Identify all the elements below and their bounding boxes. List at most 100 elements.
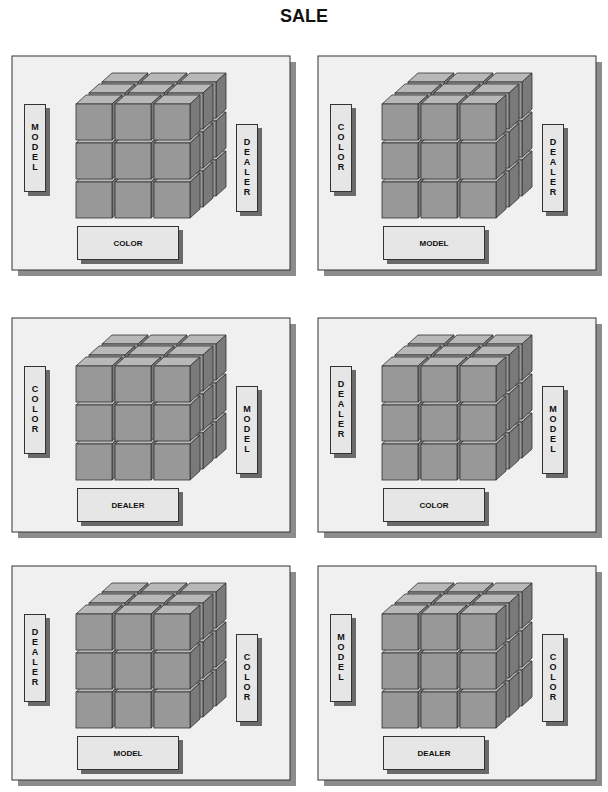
cell-side — [203, 162, 213, 207]
cell-front — [76, 444, 112, 480]
axis-label-box: MODEL — [383, 226, 485, 260]
cube-panel — [12, 318, 290, 532]
cell-side — [216, 112, 226, 157]
cell-side — [190, 644, 200, 689]
cell-front — [154, 444, 190, 480]
cube-panel — [318, 56, 596, 270]
vertical-axis-label-box: COLOR — [236, 634, 258, 722]
cell-side — [216, 335, 226, 380]
diagram-title: SALE — [0, 6, 608, 27]
dimension-label: DEALER — [242, 138, 253, 197]
cell-side — [509, 123, 519, 168]
cell-side — [522, 413, 532, 458]
cell-side — [496, 396, 506, 441]
cell-side — [203, 633, 213, 678]
cell-front — [460, 366, 496, 402]
cell-front — [76, 366, 112, 402]
cell-side — [216, 73, 226, 118]
cell-front — [154, 405, 190, 441]
cell-front — [115, 444, 151, 480]
vertical-axis-label-box: MODEL — [236, 386, 258, 474]
cell-front — [460, 405, 496, 441]
cell-side — [216, 583, 226, 628]
cell-front — [76, 143, 112, 179]
dimension-label: DEALER — [112, 501, 145, 510]
data-cube — [382, 73, 532, 218]
cell-front — [382, 614, 418, 650]
cell-front — [154, 614, 190, 650]
cell-front — [460, 653, 496, 689]
cell-side — [522, 335, 532, 380]
cell-side — [190, 134, 200, 179]
vertical-axis-label-box: COLOR — [330, 104, 352, 192]
cell-front — [76, 182, 112, 218]
dimension-label: MODEL — [336, 633, 347, 682]
cell-front — [76, 405, 112, 441]
cell-front — [154, 104, 190, 140]
cell-front — [421, 405, 457, 441]
cell-side — [509, 84, 519, 129]
cell-front — [382, 143, 418, 179]
vertical-axis-label-box: COLOR — [542, 634, 564, 722]
vertical-axis-label-box: DEALER — [24, 614, 46, 702]
dimension-label: DEALER — [30, 628, 41, 687]
cell-side — [522, 112, 532, 157]
cell-side — [509, 672, 519, 717]
cell-side — [496, 435, 506, 480]
cell-side — [496, 683, 506, 728]
cell-side — [522, 151, 532, 196]
data-cube — [76, 73, 226, 218]
data-cube — [382, 335, 532, 480]
dimension-label: MODEL — [548, 405, 559, 454]
vertical-axis-label-box: DEALER — [542, 124, 564, 212]
cell-front — [115, 405, 151, 441]
cell-side — [496, 95, 506, 140]
cell-front — [115, 692, 151, 728]
cell-front — [154, 366, 190, 402]
cell-side — [522, 583, 532, 628]
cell-side — [216, 413, 226, 458]
vertical-axis-label-box: DEALER — [236, 124, 258, 212]
dimension-label: MODEL — [420, 239, 449, 248]
axis-label-box: MODEL — [77, 736, 179, 770]
cell-front — [460, 444, 496, 480]
cube-panel — [12, 56, 290, 270]
axis-label-box: DEALER — [383, 736, 485, 770]
cell-front — [76, 104, 112, 140]
cell-front — [115, 104, 151, 140]
cell-front — [460, 182, 496, 218]
cell-side — [203, 424, 213, 469]
cell-front — [76, 692, 112, 728]
axis-label-box: COLOR — [383, 488, 485, 522]
cell-front — [115, 366, 151, 402]
cell-side — [522, 622, 532, 667]
dimension-label: COLOR — [30, 385, 41, 434]
dimension-label: COLOR — [242, 653, 253, 702]
cell-side — [203, 84, 213, 129]
cell-front — [382, 366, 418, 402]
cell-side — [496, 357, 506, 402]
cell-side — [190, 357, 200, 402]
cell-side — [509, 594, 519, 639]
vertical-axis-label-box: DEALER — [330, 366, 352, 454]
dimension-label: COLOR — [548, 653, 559, 702]
cell-side — [190, 605, 200, 650]
data-cube — [382, 583, 532, 728]
cube-panel — [12, 566, 290, 780]
cell-front — [421, 692, 457, 728]
vertical-axis-label-box: MODEL — [330, 614, 352, 702]
cell-side — [216, 661, 226, 706]
cell-front — [421, 104, 457, 140]
cell-side — [522, 661, 532, 706]
cell-front — [115, 614, 151, 650]
cell-front — [421, 614, 457, 650]
cell-front — [115, 143, 151, 179]
cube-panel — [318, 566, 596, 780]
cell-side — [216, 622, 226, 667]
cell-side — [203, 385, 213, 430]
cell-front — [154, 143, 190, 179]
cell-front — [421, 143, 457, 179]
cell-side — [496, 134, 506, 179]
cell-side — [509, 424, 519, 469]
